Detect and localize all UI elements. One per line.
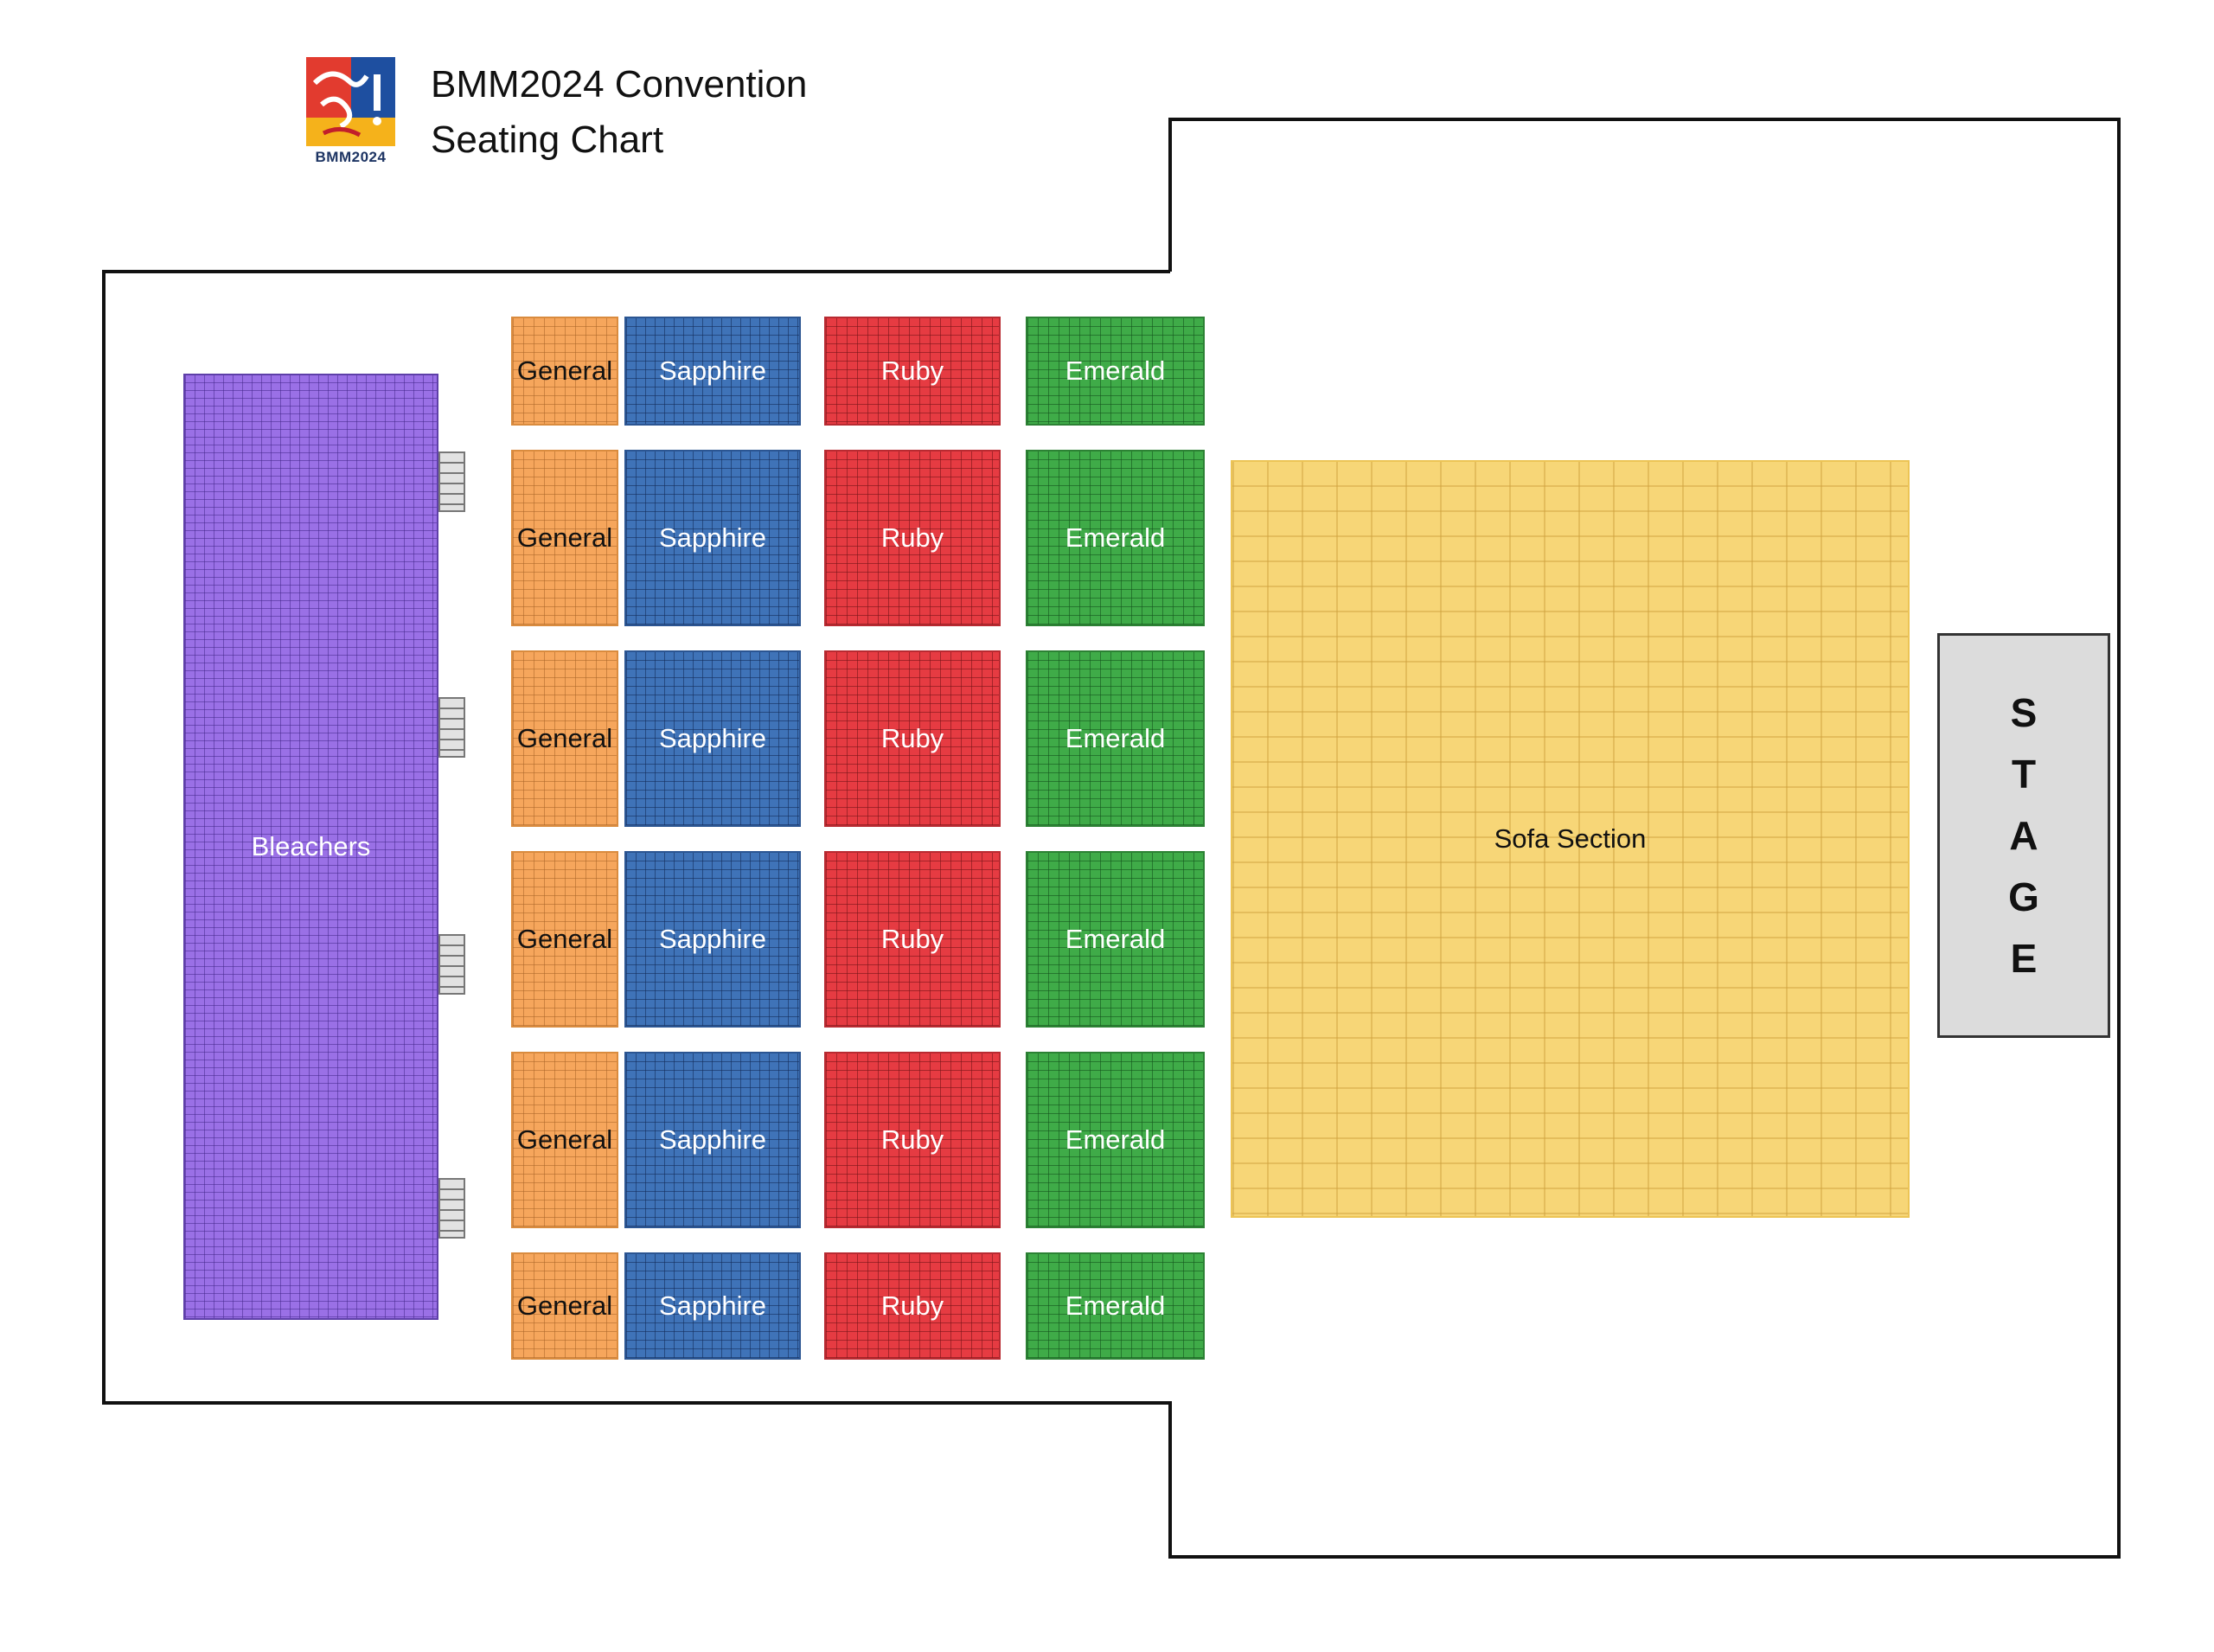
page-title: BMM2024 Convention Seating Chart xyxy=(431,57,807,168)
section-label: Emerald xyxy=(1065,924,1166,954)
stairs xyxy=(438,1178,465,1239)
bmm2024-logo: BMM2024 xyxy=(306,57,395,165)
title-line-2: Seating Chart xyxy=(431,118,664,161)
section-label: Sapphire xyxy=(658,1124,767,1155)
section-label: Emerald xyxy=(1065,723,1166,753)
section-label: Ruby xyxy=(880,522,944,553)
section-general[interactable]: General xyxy=(511,317,618,426)
section-ruby[interactable]: Ruby xyxy=(824,851,1001,1028)
section-label: General xyxy=(516,522,613,553)
section-emerald[interactable]: Emerald xyxy=(1026,1252,1205,1360)
section-label: General xyxy=(516,1290,613,1321)
stage-letter: A xyxy=(2009,812,2038,858)
section-sapphire[interactable]: Sapphire xyxy=(624,1052,801,1228)
section-emerald[interactable]: Emerald xyxy=(1026,317,1205,426)
section-label: Ruby xyxy=(880,924,944,954)
logo-caption: BMM2024 xyxy=(315,149,387,165)
section-sapphire[interactable]: Sapphire xyxy=(624,317,801,426)
section-general[interactable]: General xyxy=(511,1052,618,1228)
section-label: Sapphire xyxy=(658,1290,767,1321)
section-ruby[interactable]: Ruby xyxy=(824,1052,1001,1228)
stage-letter: S xyxy=(2010,689,2038,735)
stairs xyxy=(438,934,465,995)
stage-letter: T xyxy=(2011,751,2037,797)
section-label: Emerald xyxy=(1065,522,1166,553)
section-ruby[interactable]: Ruby xyxy=(824,650,1001,827)
section-label: Emerald xyxy=(1065,355,1166,386)
section-label: General xyxy=(516,924,613,954)
logo-icon xyxy=(306,57,395,146)
bleachers-label: Bleachers xyxy=(251,831,371,861)
section-emerald[interactable]: Emerald xyxy=(1026,450,1205,626)
sofa-label: Sofa Section xyxy=(1494,823,1647,854)
section-sapphire[interactable]: Sapphire xyxy=(624,650,801,827)
section-label: Sapphire xyxy=(658,924,767,954)
section-label: Ruby xyxy=(880,355,944,386)
section-label: Ruby xyxy=(880,1290,944,1321)
section-label: Ruby xyxy=(880,1124,944,1155)
section-ruby[interactable]: Ruby xyxy=(824,450,1001,626)
section-label: Emerald xyxy=(1065,1290,1166,1321)
section-emerald[interactable]: Emerald xyxy=(1026,851,1205,1028)
stage-letter: G xyxy=(2008,874,2039,919)
section-label: Sapphire xyxy=(658,723,767,753)
section-sofa[interactable]: Sofa Section xyxy=(1231,460,1910,1218)
section-sapphire[interactable]: Sapphire xyxy=(624,851,801,1028)
section-label: Sapphire xyxy=(658,522,767,553)
section-ruby[interactable]: Ruby xyxy=(824,1252,1001,1360)
section-emerald[interactable]: Emerald xyxy=(1026,1052,1205,1228)
stairs xyxy=(438,451,465,512)
section-label: General xyxy=(516,723,613,753)
section-general[interactable]: General xyxy=(511,851,618,1028)
section-bleachers[interactable]: Bleachers xyxy=(183,374,438,1320)
section-sapphire[interactable]: Sapphire xyxy=(624,450,801,626)
stage: S T A G E xyxy=(1937,633,2110,1038)
section-label: General xyxy=(516,355,613,386)
section-label: Emerald xyxy=(1065,1124,1166,1155)
title-line-1: BMM2024 Convention xyxy=(431,63,808,106)
section-label: General xyxy=(516,1124,613,1155)
section-sapphire[interactable]: Sapphire xyxy=(624,1252,801,1360)
section-general[interactable]: General xyxy=(511,450,618,626)
section-ruby[interactable]: Ruby xyxy=(824,317,1001,426)
section-general[interactable]: General xyxy=(511,650,618,827)
section-general[interactable]: General xyxy=(511,1252,618,1360)
section-label: Ruby xyxy=(880,723,944,753)
stage-letter: E xyxy=(2010,935,2038,981)
section-label: Sapphire xyxy=(658,355,767,386)
stairs xyxy=(438,697,465,758)
section-emerald[interactable]: Emerald xyxy=(1026,650,1205,827)
